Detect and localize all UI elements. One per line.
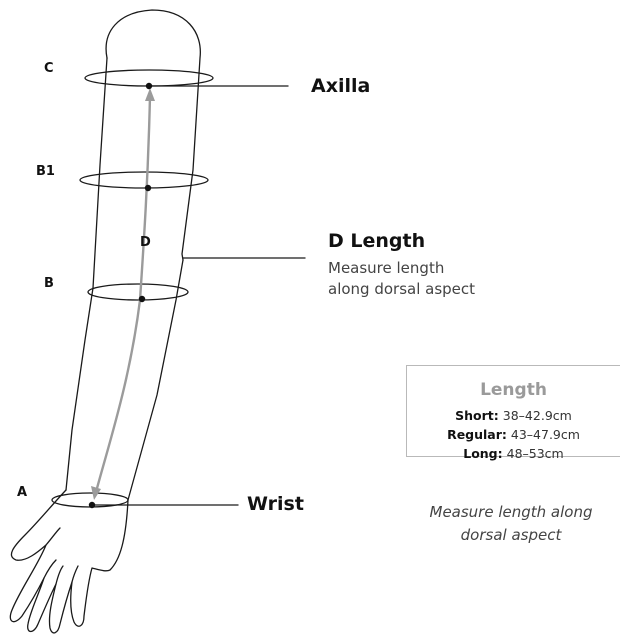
length-row-value: 38–42.9cm [503,408,572,423]
length-row-long: Long: 48–53cm [407,444,620,463]
finger-line-3 [56,566,63,584]
point-label-b1: B1 [36,164,55,179]
note-line-1: Measure length along [405,501,617,524]
arm-outline-shoulder [93,58,107,288]
length-row-regular: Regular: 43–47.9cm [407,425,620,444]
point-b [139,296,145,302]
arm-outline-lower-left [66,288,93,490]
arm-outline-upper-right [128,260,183,500]
point-b1 [145,185,151,191]
wrist-label: Wrist [247,493,304,515]
length-table-title: Length [407,380,620,400]
length-row-label: Short: [455,408,499,423]
finger-line-2 [44,560,56,578]
point-a [89,502,95,508]
ring-b [88,284,188,300]
point-label-a: A [17,485,27,500]
measurement-note: Measure length along dorsal aspect [405,501,617,547]
axilla-label: Axilla [311,75,370,97]
note-line-2: dorsal aspect [405,524,617,547]
d-length-title: D Length [328,230,425,252]
finger-line-1 [46,528,60,545]
arm-outline-left [106,10,200,260]
d-arrow-head-top [145,88,155,101]
finger-line-4 [72,566,78,582]
length-row-value: 48–53cm [507,446,564,461]
d-length-sub-line-2: along dorsal aspect [328,280,475,299]
d-length-sub-line-1: Measure length [328,259,444,278]
hand-outline [10,490,128,633]
point-c [146,83,152,89]
length-row-label: Regular: [447,427,507,442]
d-length-arrow [96,96,150,492]
length-row-short: Short: 38–42.9cm [407,406,620,425]
length-row-value: 43–47.9cm [511,427,580,442]
point-label-d: D [140,235,151,250]
point-label-c: C [44,61,54,76]
point-label-b: B [44,276,54,291]
length-size-table: Length Short: 38–42.9cm Regular: 43–47.9… [406,365,620,457]
length-row-label: Long: [463,446,502,461]
